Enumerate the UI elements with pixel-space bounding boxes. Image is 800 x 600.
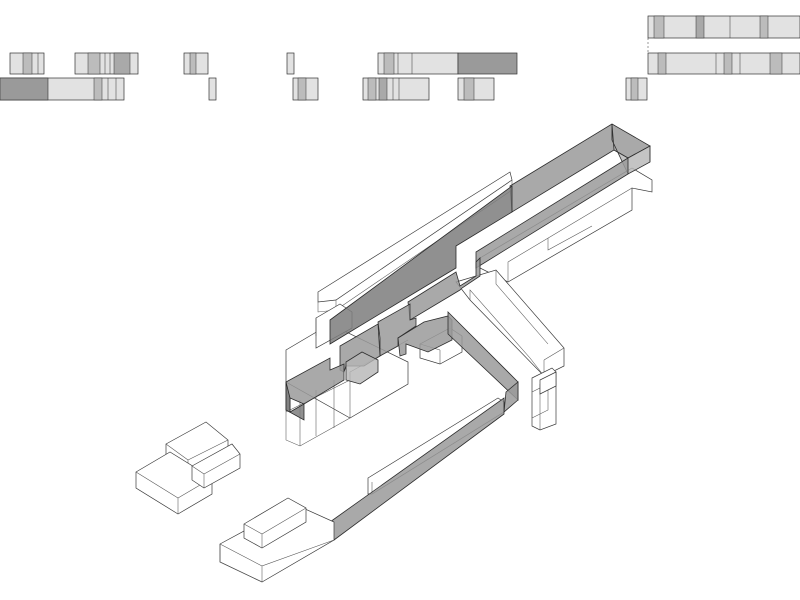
strip-block <box>457 77 495 101</box>
strip-block <box>22 52 33 75</box>
strip-block <box>378 77 388 101</box>
circulation-band <box>251 123 651 559</box>
terrace-platform <box>455 269 565 431</box>
sequence-strips <box>0 15 800 101</box>
strip-block <box>383 52 395 75</box>
entry-volumes <box>219 497 335 583</box>
strip-block <box>113 52 131 75</box>
strip-block <box>463 77 475 101</box>
sequence-strip-row-1 <box>9 52 800 75</box>
strip-block <box>87 52 101 75</box>
strip-block <box>630 77 639 101</box>
pavilions <box>135 421 241 515</box>
strip-block <box>297 77 307 101</box>
circulation-segment-wedge <box>329 185 513 345</box>
strip-block <box>457 52 518 75</box>
strip-block <box>208 77 217 101</box>
strip-block <box>367 77 377 101</box>
circulation-segment-steps <box>407 257 481 321</box>
strip-block <box>286 52 295 75</box>
circulation-segment-steps-4 <box>345 351 379 385</box>
strip-block <box>0 77 49 101</box>
strip-block <box>653 15 665 39</box>
circulation-segment-loop-down-face <box>503 381 519 413</box>
strip-block <box>723 52 733 75</box>
strip-block <box>759 15 769 39</box>
strip-block <box>93 77 103 101</box>
sequence-strip-row-2 <box>0 77 648 101</box>
strip-block <box>657 52 667 75</box>
circulation-segment-right-top <box>397 315 453 357</box>
main-building-mass <box>479 167 653 283</box>
circulation-segment-front-side <box>285 381 305 421</box>
sequence-strip-row-0 <box>647 15 800 53</box>
strip-block <box>695 15 705 39</box>
circulation-segment-ramp <box>329 397 505 541</box>
strip-block <box>189 52 197 75</box>
strip-block <box>769 52 783 75</box>
strip-block <box>647 15 800 39</box>
axonometric-model <box>135 123 653 583</box>
